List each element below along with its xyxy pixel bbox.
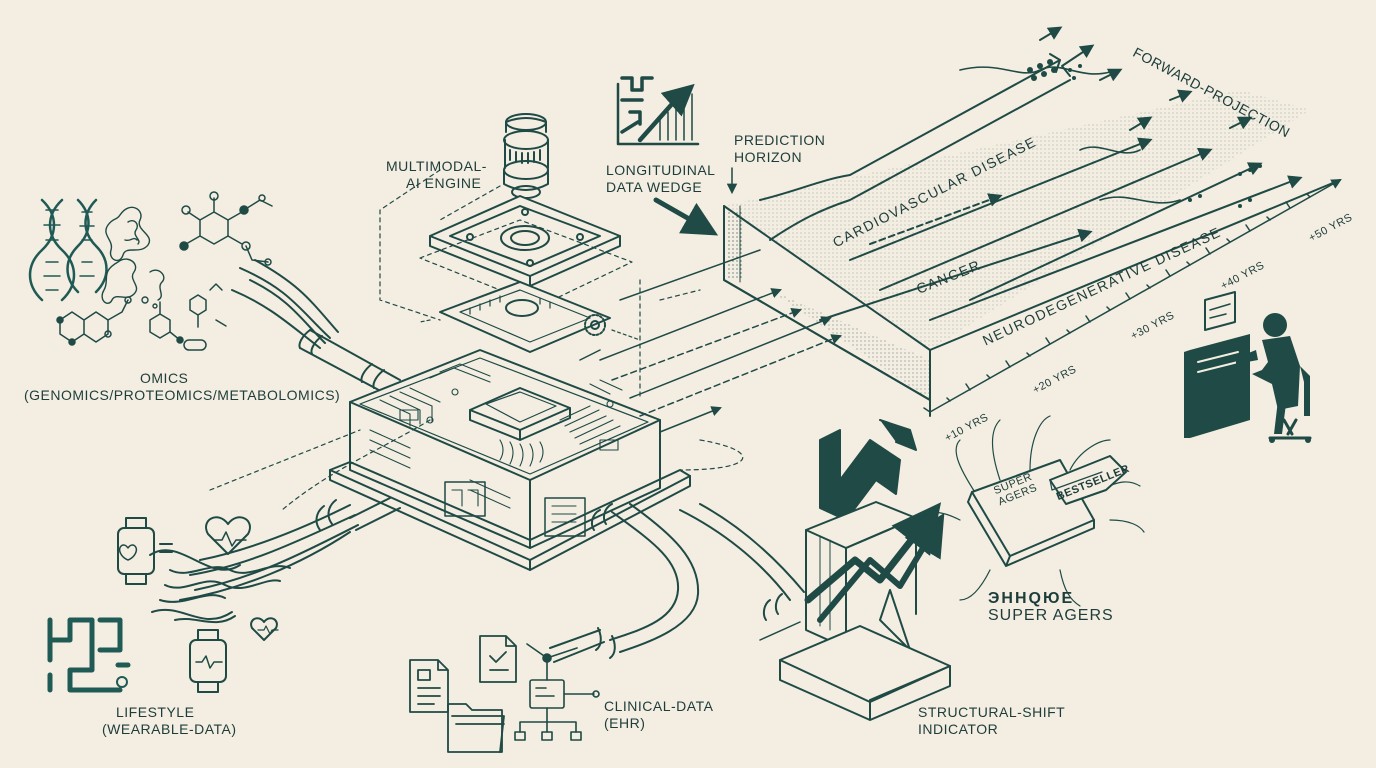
superagers-scribble: ЭHHQЮE bbox=[988, 590, 1075, 607]
longitudinal-data-wedge bbox=[723, 90, 1341, 417]
wedge-pointer-arrow bbox=[653, 197, 719, 236]
clinical-label: CLINICAL-DATA (EHR) bbox=[604, 698, 713, 732]
horizon-title-line2: HORIZON bbox=[734, 149, 803, 165]
clinical-subtitle: (EHR) bbox=[604, 715, 646, 731]
engine-label: MULTIMODAL- AI ENGINE bbox=[386, 158, 487, 192]
book-icon bbox=[919, 415, 1145, 607]
person-at-computer-icon bbox=[1184, 291, 1312, 443]
heart-rate-icon bbox=[205, 516, 279, 641]
molecule-icon bbox=[56, 191, 273, 351]
shift-label: STRUCTURAL-SHIFT INDICATOR bbox=[918, 704, 1065, 738]
omics-cable bbox=[231, 259, 401, 397]
wedge-title-line1: LONGITUDINAL bbox=[606, 162, 716, 178]
shift-title: STRUCTURAL-SHIFT bbox=[918, 704, 1066, 720]
protein-icon bbox=[101, 206, 165, 309]
smartwatch-icon bbox=[117, 517, 173, 585]
omics-title: OMICS bbox=[140, 370, 189, 386]
bar-chart-trend-icon bbox=[616, 76, 700, 146]
clinical-title: CLINICAL-DATA bbox=[604, 698, 714, 714]
lifestyle-subtitle: (WEARABLE-DATA) bbox=[102, 721, 237, 737]
timeline-axis bbox=[923, 178, 1342, 413]
dashed-connectors bbox=[209, 169, 744, 511]
lifestyle-title: LIFESTYLE bbox=[116, 704, 195, 720]
disease-trajectories bbox=[759, 26, 1303, 321]
data-flow-arrows bbox=[579, 249, 842, 433]
lifestyle-label: LIFESTYLE (WEARABLE-DATA) bbox=[102, 704, 237, 738]
trend-arrow-icon bbox=[804, 502, 942, 604]
document-icon bbox=[409, 635, 517, 713]
wedge-label: LONGITUDINAL DATA WEDGE bbox=[606, 162, 715, 196]
wedge-title-line2: DATA WEDGE bbox=[606, 179, 703, 195]
smartwatch-icon bbox=[189, 629, 227, 693]
superagers-title: SUPER AGERS bbox=[988, 607, 1114, 624]
horizon-title-line1: PREDICTION bbox=[734, 132, 826, 148]
lifestyle-maze-icon bbox=[47, 617, 131, 693]
shift-subtitle: INDICATOR bbox=[918, 721, 999, 737]
dna-icon bbox=[28, 198, 108, 302]
structural-shift-indicator bbox=[679, 419, 951, 721]
engine-title-line1: MULTIMODAL- bbox=[386, 158, 487, 174]
network-icon bbox=[514, 643, 600, 741]
folder-icon bbox=[447, 703, 505, 753]
omics-subtitle: (GENOMICS/PROTEOMICS/METABOLOMICS) bbox=[24, 387, 341, 403]
horizon-label: PREDICTION HORIZON bbox=[734, 132, 825, 166]
omics-label: OMICS (GENOMICS/PROTEOMICS/METABOLOMICS) bbox=[24, 370, 340, 404]
engine-title-line2: AI ENGINE bbox=[406, 175, 482, 191]
superagers-label: ЭHHQЮE SUPER AGERS bbox=[988, 590, 1114, 624]
lifestyle-cable bbox=[149, 497, 401, 624]
clinical-cable bbox=[549, 503, 700, 663]
